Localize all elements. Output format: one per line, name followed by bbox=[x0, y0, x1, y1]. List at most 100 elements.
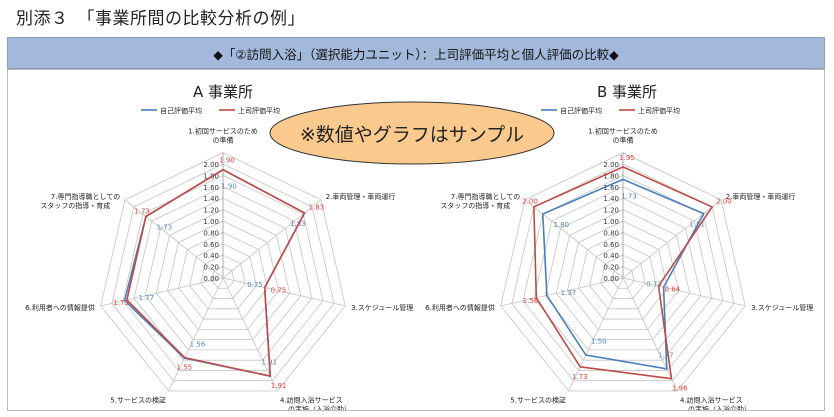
axis-label: 4.訪問入浴サービスの実施（入浴介助） bbox=[680, 395, 751, 410]
grid-ring bbox=[200, 254, 246, 299]
data-label: 1.77 bbox=[138, 294, 154, 302]
grid-ring bbox=[533, 186, 713, 361]
data-label: 1.73 bbox=[134, 207, 150, 215]
legend-label: 上司評価平均 bbox=[238, 106, 280, 115]
radar-chart-a: 0.000.200.400.600.801.001.201.401.601.80… bbox=[25, 106, 413, 410]
grid-ring bbox=[122, 174, 324, 371]
axis-label-line: 4.訪問入浴サービス bbox=[680, 395, 743, 404]
axis-label-line: 5.サービスの検証 bbox=[510, 395, 566, 404]
axis-label: 2.車両管理・車両運行 bbox=[326, 192, 396, 201]
grid-ring-outer bbox=[500, 152, 746, 392]
axis-label-line: の準備 bbox=[613, 136, 634, 145]
axis-label-line: スタッフの指導・育成 bbox=[40, 201, 110, 210]
data-label: 1.96 bbox=[672, 385, 688, 393]
axis-label-line: 1.初回サービスのため bbox=[588, 127, 658, 136]
grid-ring bbox=[211, 266, 235, 289]
axis-spoke bbox=[100, 277, 224, 307]
axis-spoke bbox=[222, 277, 346, 307]
grid-ring bbox=[178, 231, 268, 320]
data-label: 0.64 bbox=[665, 285, 681, 293]
tick-label: 1.60 bbox=[203, 184, 219, 192]
axis-spoke bbox=[500, 277, 624, 307]
data-label: 0.75 bbox=[271, 287, 287, 295]
axis-label: 7.専門指導職としてのスタッフの指導・育成 bbox=[440, 192, 520, 210]
data-label: 1.50 bbox=[591, 338, 607, 346]
chart-title-a: A 事業所 bbox=[193, 83, 254, 101]
document-title: 別添３ 「事業所間の比較分析の例」 bbox=[16, 9, 305, 29]
axis-label-line: 6.利用者への情報提供 bbox=[425, 303, 495, 312]
axis-label-line: 2.車両管理・車両運行 bbox=[726, 192, 796, 201]
tick-label: 1.20 bbox=[203, 207, 219, 215]
axis-label-line: 5.サービスの検証 bbox=[110, 395, 166, 404]
tick-label: 1.40 bbox=[603, 195, 619, 203]
grid-ring bbox=[166, 220, 280, 330]
grid-ring bbox=[144, 197, 302, 351]
axis-label-line: 1.初回サービスのため bbox=[188, 127, 258, 136]
tick-label: 2.00 bbox=[203, 161, 219, 169]
axis-label: 7.専門指導職としてのスタッフの指導・育成 bbox=[40, 192, 120, 210]
axis-spoke bbox=[222, 199, 322, 279]
comparison-banner: ◆「②訪問入浴」（選択能力ユニット）：上司評価平均と個人評価の比較◆ bbox=[7, 37, 825, 69]
legend-label: 上司評価平均 bbox=[638, 106, 680, 115]
data-label: 1.73 bbox=[621, 192, 637, 200]
data-label: 2.00 bbox=[716, 198, 732, 206]
data-label: 1.91 bbox=[271, 382, 287, 390]
data-label: 1.83 bbox=[309, 204, 325, 212]
axis-label-line: 3.スケジュール管理 bbox=[751, 303, 813, 312]
tick-label: 1.00 bbox=[603, 218, 619, 226]
axis-label: 2.車両管理・車両運行 bbox=[726, 192, 796, 201]
tick-label: 1.80 bbox=[603, 172, 619, 180]
axis-label: 4.訪問入浴サービスの実施（入浴介助） bbox=[280, 395, 351, 410]
tick-label: 0.00 bbox=[603, 275, 619, 283]
data-label: 1.73 bbox=[572, 373, 588, 381]
data-label: 1.56 bbox=[523, 297, 539, 305]
grid-ring bbox=[611, 266, 635, 289]
series-line-supervisor bbox=[125, 168, 306, 378]
axis-label-line: 3.スケジュール管理 bbox=[351, 303, 413, 312]
axis-label: 1.初回サービスのための準備 bbox=[188, 127, 258, 145]
grid-ring bbox=[600, 254, 646, 299]
series-line-self bbox=[541, 178, 705, 370]
axis-label: 3.スケジュール管理 bbox=[751, 303, 813, 312]
grid-ring bbox=[522, 174, 724, 371]
data-label: 1.56 bbox=[190, 341, 206, 349]
axis-spoke bbox=[524, 199, 624, 279]
axis-label-line: の準備 bbox=[213, 136, 234, 145]
tick-label: 0.40 bbox=[603, 252, 619, 260]
axis-label-line: 6.利用者への情報提供 bbox=[25, 303, 95, 312]
data-label: 1.81 bbox=[689, 221, 705, 229]
axis-label-line: の実施（入浴介助） bbox=[288, 404, 351, 410]
data-label: 1.90 bbox=[219, 157, 235, 165]
data-label: 1.55 bbox=[177, 364, 193, 372]
axis-label: 5.サービスの検証 bbox=[510, 395, 566, 404]
axis-label-line: スタッフの指導・育成 bbox=[440, 201, 510, 210]
legend-label: 自己評価平均 bbox=[560, 106, 602, 115]
legend-label: 自己評価平均 bbox=[160, 106, 202, 115]
data-label: 0.73 bbox=[646, 281, 662, 289]
grid-ring bbox=[555, 209, 691, 341]
data-label: 1.77 bbox=[658, 351, 674, 359]
axis-label: 5.サービスの検証 bbox=[110, 395, 166, 404]
grid-ring bbox=[544, 197, 702, 351]
tick-label: 0.20 bbox=[603, 264, 619, 272]
tick-label: 0.00 bbox=[203, 275, 219, 283]
tick-label: 0.80 bbox=[603, 229, 619, 237]
data-label: 1.80 bbox=[553, 221, 569, 229]
tick-label: 0.60 bbox=[203, 241, 219, 249]
tick-label: 0.40 bbox=[203, 252, 219, 260]
tick-label: 1.20 bbox=[603, 207, 619, 215]
data-label: 1.73 bbox=[113, 299, 129, 307]
grid-ring bbox=[189, 243, 257, 310]
grid-ring bbox=[133, 186, 313, 361]
tick-label: 2.00 bbox=[603, 161, 619, 169]
grid-ring bbox=[111, 163, 335, 382]
axis-label: 6.利用者への情報提供 bbox=[425, 303, 495, 312]
axis-label: 3.スケジュール管理 bbox=[351, 303, 413, 312]
axis-spoke bbox=[622, 199, 722, 279]
grid-ring bbox=[578, 231, 668, 320]
axis-label: 6.利用者への情報提供 bbox=[25, 303, 95, 312]
tick-label: 1.40 bbox=[203, 195, 219, 203]
axis-spoke bbox=[168, 277, 224, 392]
axis-spoke bbox=[622, 277, 746, 307]
